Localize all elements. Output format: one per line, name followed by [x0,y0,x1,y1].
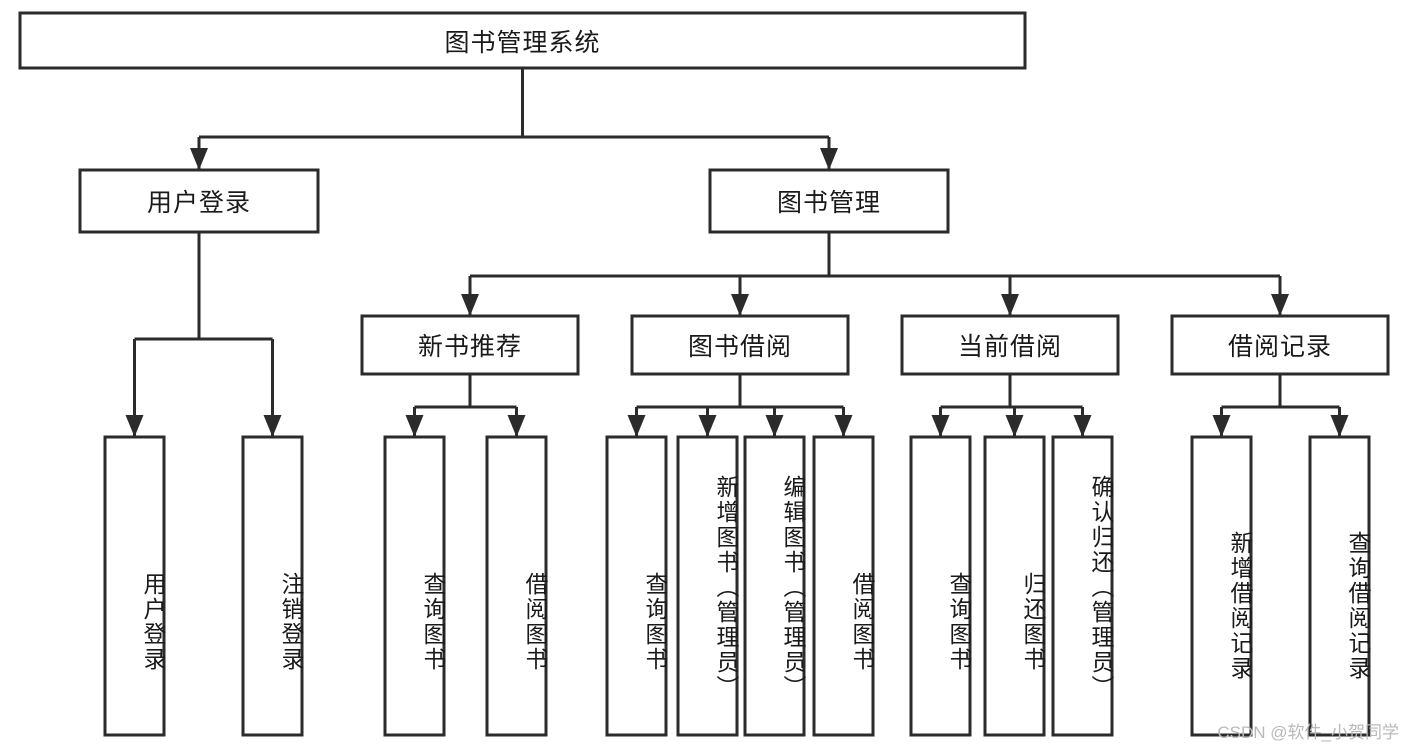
connector-layer [125,68,1349,437]
watermark: CSDN @软件_小贺同学 [1217,723,1399,742]
node-box-layer [18,11,1390,737]
